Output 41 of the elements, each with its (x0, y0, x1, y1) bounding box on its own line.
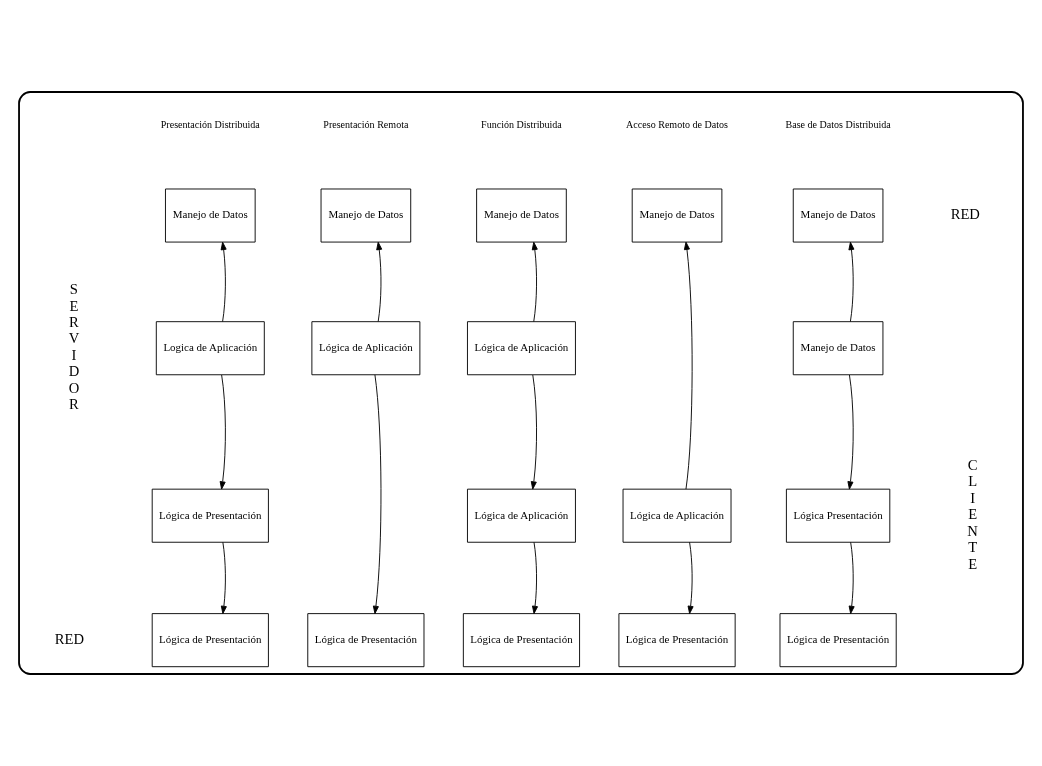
arrow (220, 541, 227, 615)
cluster (18, 91, 1024, 675)
label: RED (54, 630, 84, 647)
arrow (848, 241, 855, 322)
arrow (220, 241, 227, 322)
node-box: Lógica de Aplicación (467, 321, 576, 376)
label: Presentación Remota (323, 119, 409, 131)
arrow (532, 541, 538, 615)
arrow (687, 541, 694, 615)
arrow (530, 374, 537, 490)
arrow (847, 374, 854, 490)
node-box: Lógica de Presentación (151, 613, 269, 668)
node-box: Lógica de Presentación (618, 613, 736, 668)
arrow (848, 541, 855, 615)
arrow (683, 241, 693, 490)
arrow (531, 241, 538, 322)
node-box: Manejo de Datos (792, 321, 884, 376)
node-box: Lógica de Aplicación (467, 488, 576, 543)
label: RED (950, 206, 980, 222)
label: Base de Datos Distribuida (785, 119, 891, 131)
label: Función Distribuida (481, 119, 562, 131)
node-box: Lógica Presentación (785, 488, 891, 543)
node-box: Manejo de Datos (631, 188, 723, 243)
node-box: Manejo de Datos (476, 188, 567, 243)
arrow (376, 241, 383, 322)
node-box: Manejo de Datos (792, 188, 884, 243)
arrow (372, 374, 382, 614)
label: Acceso Remoto de Datos (626, 119, 728, 131)
node-box: Lógica de Aplicación (622, 488, 732, 543)
node-box: Manejo de Datos (165, 188, 256, 243)
node-box: Lógica de Presentación (779, 613, 897, 668)
arrow (219, 374, 226, 490)
node-box: Manejo de Datos (320, 188, 412, 243)
node-box: Lógica de Presentación (151, 488, 269, 543)
node-box: Lógica de Aplicación (311, 321, 421, 376)
label: SERVIDOR (68, 281, 80, 413)
label: CLIENTE (967, 456, 978, 572)
node-box: Logica de Aplicación (155, 321, 265, 376)
node-box: Lógica de Presentación (307, 613, 425, 668)
label: Presentación Distribuida (160, 119, 260, 131)
node-box: Lógica de Presentación (462, 613, 581, 668)
